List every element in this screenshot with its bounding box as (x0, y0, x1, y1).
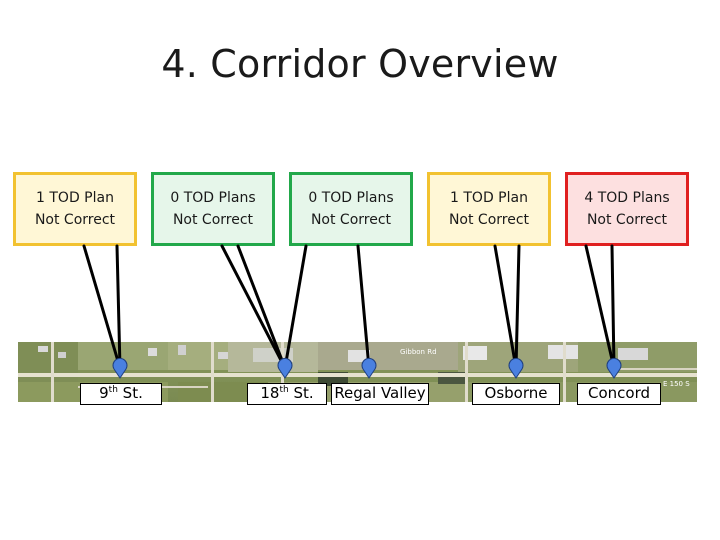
status-box-3-count: 0 TOD Plans (308, 190, 394, 206)
stop-label-osborne: Osborne (472, 383, 560, 405)
status-box-2: 0 TOD Plans Not Correct (151, 172, 275, 246)
status-box-5-status: Not Correct (586, 212, 668, 228)
status-box-3-status: Not Correct (310, 212, 392, 228)
status-box-1: 1 TOD Plan Not Correct (13, 172, 137, 246)
status-box-4: 1 TOD Plan Not Correct (427, 172, 551, 246)
stop-label-18th-rest: St. (288, 384, 314, 402)
stop-label-concord: Concord (577, 383, 661, 405)
stop-label-18th-number: 18 (260, 384, 280, 402)
stop-label-9th-st: 9th St. (80, 383, 162, 405)
stop-label-9th-rest: St. (117, 384, 143, 402)
status-box-4-status: Not Correct (448, 212, 530, 228)
status-box-3: 0 TOD Plans Not Correct (289, 172, 413, 246)
status-box-5: 4 TOD Plans Not Correct (565, 172, 689, 246)
stop-label-18th-suffix: th (279, 385, 289, 395)
status-box-1-count: 1 TOD Plan (36, 190, 114, 206)
status-box-1-status: Not Correct (34, 212, 116, 228)
status-box-5-count: 4 TOD Plans (584, 190, 670, 206)
stop-label-9th-suffix: th (108, 385, 118, 395)
stop-label-9th-number: 9 (99, 384, 109, 402)
status-box-2-count: 0 TOD Plans (170, 190, 256, 206)
map-label-gibbon: Gibbon Rd (400, 348, 437, 356)
stop-label-regal-valley: Regal Valley (331, 383, 429, 405)
map-label-e150s: E 150 S (663, 380, 690, 388)
slide-title: 4. Corridor Overview (161, 42, 559, 86)
status-box-4-count: 1 TOD Plan (450, 190, 528, 206)
status-box-2-status: Not Correct (172, 212, 254, 228)
stop-label-18th-st: 18th St. (247, 383, 327, 405)
